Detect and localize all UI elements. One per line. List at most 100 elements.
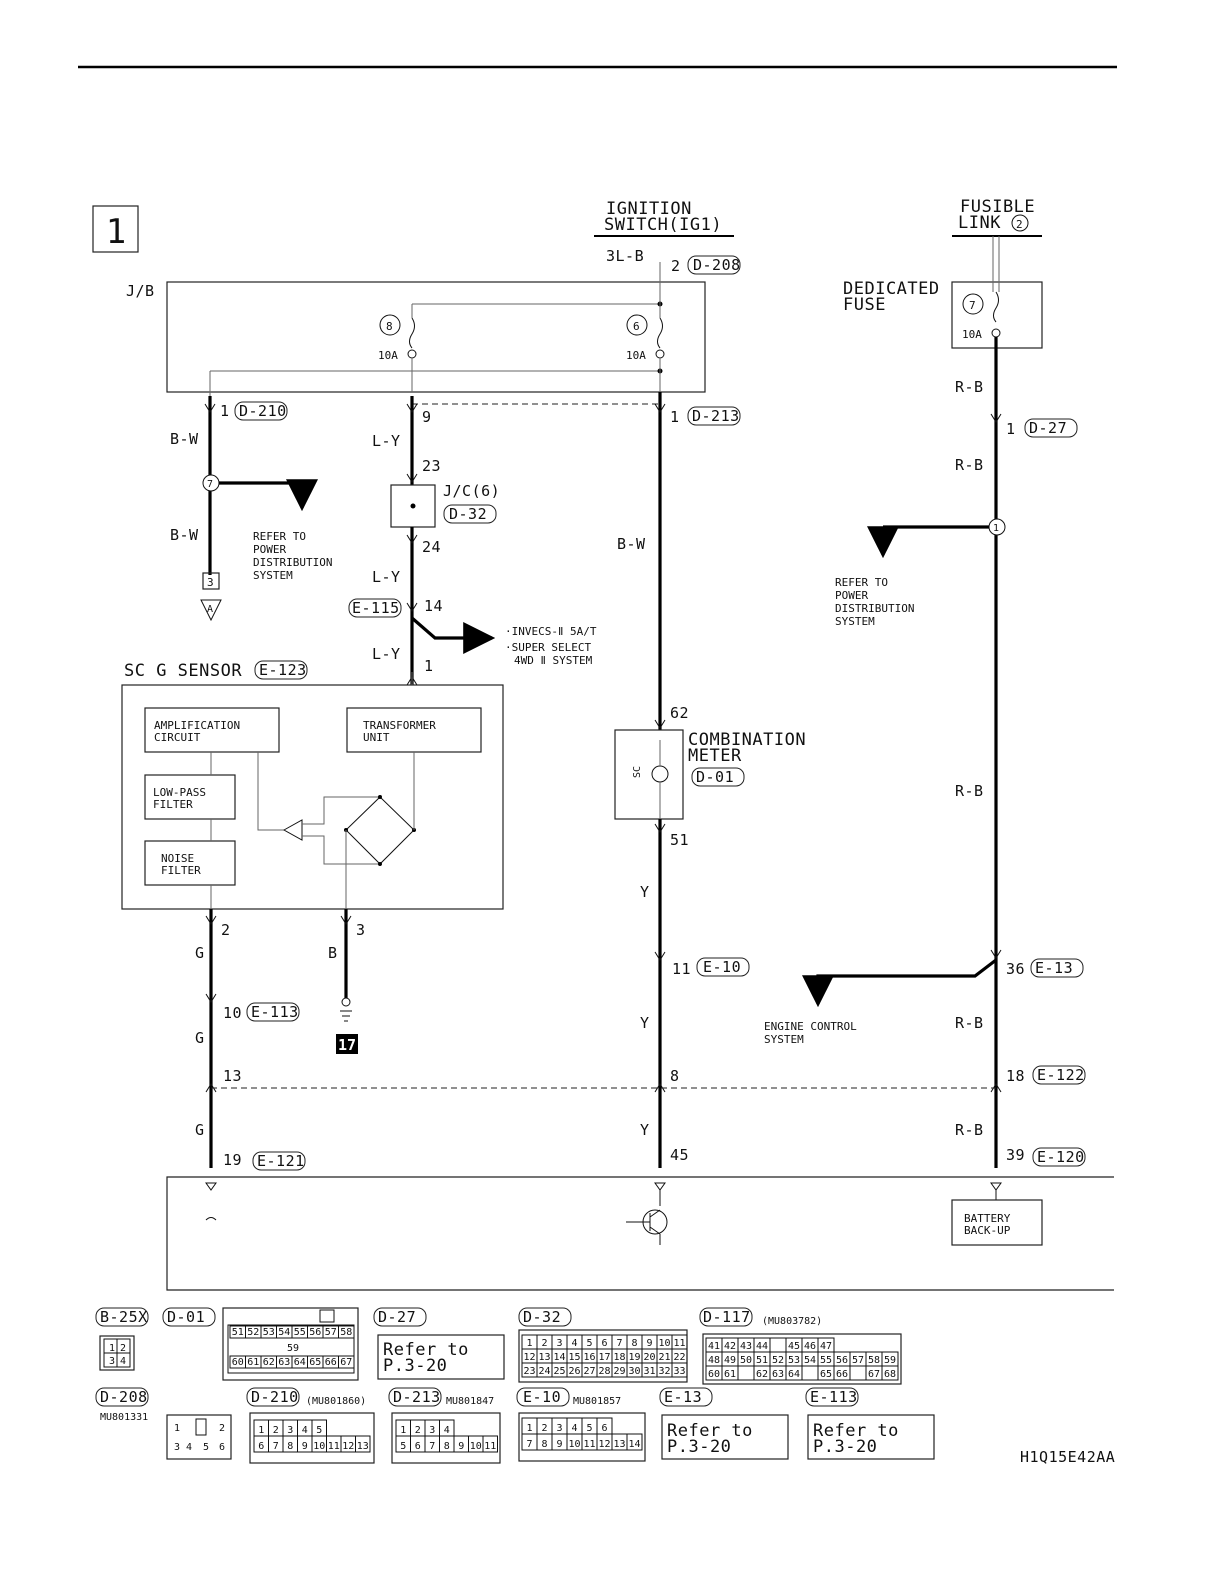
svg-text:·SUPER SELECT: ·SUPER SELECT xyxy=(505,641,591,654)
connector-pin-label: 27 xyxy=(583,1366,595,1377)
svg-text:AMPLIFICATION: AMPLIFICATION xyxy=(154,719,240,732)
connector-pin-cell xyxy=(849,1365,867,1381)
svg-text:ENGINE CONTROL: ENGINE CONTROL xyxy=(764,1020,857,1033)
connector-pin-cell xyxy=(626,1433,643,1451)
connector-pin-label: 8 xyxy=(631,1338,637,1349)
connector-pin-label: 62 xyxy=(756,1369,768,1380)
svg-text:9: 9 xyxy=(422,408,432,426)
connector-pin-label: 14 xyxy=(628,1439,640,1450)
connector-pin-label: 7 xyxy=(429,1441,435,1452)
connector-pin-label: 23 xyxy=(523,1366,535,1377)
connector-pin-label: 3 xyxy=(556,1423,562,1434)
svg-text:E-10: E-10 xyxy=(523,1388,561,1406)
connector-pin-label: 53 xyxy=(263,1327,275,1338)
connector-pin-label: 67 xyxy=(340,1357,352,1368)
svg-text:6: 6 xyxy=(219,1442,225,1453)
svg-text:Refer to: Refer to xyxy=(813,1421,899,1441)
svg-text:(MU801860): (MU801860) xyxy=(306,1396,366,1407)
connector-pin-label: 51 xyxy=(232,1327,244,1338)
connector-pin-label: 2 xyxy=(541,1423,547,1434)
connector-pin-label: 2 xyxy=(541,1338,547,1349)
connector-b25x: B-25X 1 2 3 4 xyxy=(95,1307,149,1371)
svg-text:DEDICATED: DEDICATED xyxy=(843,279,940,299)
svg-text:E-123: E-123 xyxy=(259,661,307,679)
connector-pin-label: 25 xyxy=(553,1366,565,1377)
svg-text:D-117: D-117 xyxy=(703,1308,751,1326)
section-number-box xyxy=(92,205,139,253)
svg-text:R-B: R-B xyxy=(955,1121,984,1139)
svg-text:SYSTEM: SYSTEM xyxy=(253,569,293,582)
svg-text:E-121: E-121 xyxy=(257,1152,305,1170)
svg-text:10: 10 xyxy=(223,1004,242,1022)
connector-pin-label: 64 xyxy=(294,1357,306,1368)
connector-pin-label: 46 xyxy=(804,1341,816,1352)
connector-pin-label: 4 xyxy=(571,1338,577,1349)
connector-pin-label: 22 xyxy=(673,1352,685,1363)
svg-text:E-113: E-113 xyxy=(810,1388,858,1406)
svg-text:23: 23 xyxy=(422,457,441,475)
connector-pin-cell xyxy=(482,1435,498,1453)
svg-text:B-25X: B-25X xyxy=(100,1308,148,1326)
connector-pin-cell xyxy=(355,1435,371,1453)
svg-text:R-B: R-B xyxy=(955,456,984,474)
svg-text:FUSE: FUSE xyxy=(843,295,886,315)
svg-text:39: 39 xyxy=(1006,1146,1025,1164)
connector-pin-label: 10 xyxy=(470,1441,482,1452)
svg-text:14: 14 xyxy=(424,597,443,615)
svg-text:4: 4 xyxy=(120,1356,126,1367)
connector-pin-label: 11 xyxy=(673,1338,685,1349)
sc-g-sensor: SC G SENSOR E-123 AMPLIFICATION CIRCUIT … xyxy=(121,660,504,910)
svg-text:D-32: D-32 xyxy=(523,1308,561,1326)
connector-pin-label: 4 xyxy=(302,1425,308,1436)
connector-pin-label: 21 xyxy=(658,1352,670,1363)
svg-text:POWER: POWER xyxy=(835,589,868,602)
svg-text:TRANSFORMER: TRANSFORMER xyxy=(363,719,436,732)
connector-pin-label: 1 xyxy=(526,1338,532,1349)
svg-text:(MU803782): (MU803782) xyxy=(762,1316,822,1327)
connector-pin-label: 57 xyxy=(852,1355,864,1366)
svg-text:8: 8 xyxy=(386,320,393,333)
connector-pin-label: 7 xyxy=(526,1439,532,1450)
connector-e113: E-113 Refer to P.3-20 xyxy=(805,1387,935,1460)
connector-pin-label: 19 xyxy=(628,1352,640,1363)
connector-pin-label: 45 xyxy=(788,1341,800,1352)
connector-pin-label: 64 xyxy=(788,1369,800,1380)
connector-pin-label: 13 xyxy=(357,1441,369,1452)
connector-pin-label: 5 xyxy=(586,1423,592,1434)
connector-pin-label: 63 xyxy=(278,1357,290,1368)
connector-pin-label: 11 xyxy=(484,1441,496,1452)
connector-pin-label: 7 xyxy=(616,1338,622,1349)
connector-pin-label: 12 xyxy=(598,1439,610,1450)
connector-pin-label: 5 xyxy=(400,1441,406,1452)
svg-text:SYSTEM: SYSTEM xyxy=(764,1033,804,1046)
svg-text:P.3-20: P.3-20 xyxy=(383,1356,447,1376)
svg-text:BATTERY: BATTERY xyxy=(964,1212,1011,1225)
connector-e13: E-13 Refer to P.3-20 xyxy=(659,1387,789,1460)
svg-text:3L-B: 3L-B xyxy=(606,247,644,265)
svg-text:7: 7 xyxy=(969,299,976,312)
svg-text:B-W: B-W xyxy=(617,535,646,553)
connector-pin-label: 49 xyxy=(724,1355,736,1366)
svg-text:7: 7 xyxy=(207,479,213,490)
svg-text:L-Y: L-Y xyxy=(372,432,401,450)
connector-pin-label: 9 xyxy=(556,1439,562,1450)
connector-pin-label: 55 xyxy=(294,1327,306,1338)
connector-pin-cell xyxy=(801,1365,819,1381)
svg-text:E-10: E-10 xyxy=(703,958,741,976)
svg-text:R-B: R-B xyxy=(955,378,984,396)
svg-text:P.3-20: P.3-20 xyxy=(667,1437,731,1457)
connector-d208: D-208 MU801331 1 2 3 4 5 6 xyxy=(95,1387,232,1460)
svg-text:R-B: R-B xyxy=(955,782,984,800)
svg-text:D-208: D-208 xyxy=(693,256,741,274)
connector-pin-label: 52 xyxy=(772,1355,784,1366)
svg-text:11: 11 xyxy=(672,960,691,978)
col2-circuit: 9 L-Y 23 J/C(6) D-32 24 L-Y E-115 14 ·IN… xyxy=(348,396,597,686)
connector-pin-label: 61 xyxy=(724,1369,736,1380)
connector-pin-label: 63 xyxy=(772,1369,784,1380)
svg-text:10A: 10A xyxy=(378,349,398,362)
connector-pin-label: 65 xyxy=(820,1369,832,1380)
svg-text:LOW-PASS: LOW-PASS xyxy=(153,786,206,799)
